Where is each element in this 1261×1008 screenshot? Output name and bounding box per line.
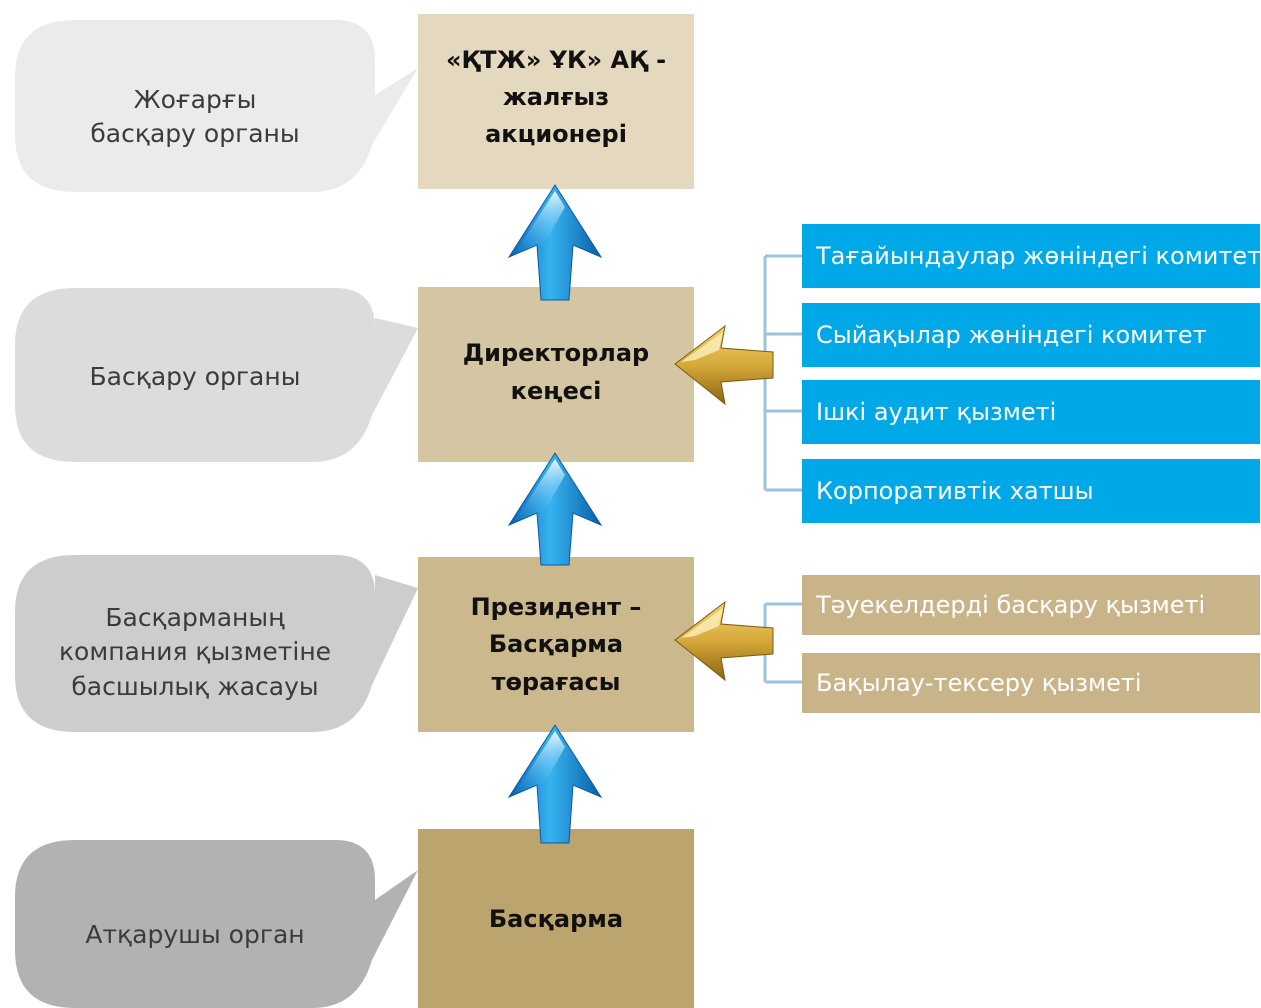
committee-box: Ішкі аудит қызметі bbox=[802, 380, 1260, 444]
level-title-1: «ҚТЖ» ҰК» АҚ - жалғыз акционері bbox=[445, 45, 667, 149]
role-label-1: Жоғарғы басқару органы bbox=[90, 84, 300, 149]
level-box-4 bbox=[418, 829, 694, 1008]
role-label-3: Басқарманың компания қызметіне басшылық … bbox=[58, 602, 332, 701]
role-callout-2 bbox=[15, 288, 418, 462]
level-box-2 bbox=[418, 287, 694, 462]
service-box: Бақылау-тексеру қызметі bbox=[802, 653, 1260, 713]
level-title-4: Басқарма bbox=[488, 905, 624, 934]
role-callout-1 bbox=[15, 20, 418, 192]
level-title-3: Президент – Басқарма төрағасы bbox=[470, 593, 642, 696]
level-box-3 bbox=[418, 557, 694, 732]
role-label-4: Атқарушы орган bbox=[85, 919, 305, 949]
up-arrow-icon bbox=[507, 724, 603, 844]
committee-box: Тағайындаулар жөніндегі комитет bbox=[802, 224, 1261, 288]
service-box: Тәуекелдерді басқару қызметі bbox=[802, 575, 1260, 635]
left-arrow-icon bbox=[674, 600, 774, 682]
up-arrow-icon bbox=[507, 184, 603, 301]
role-callout-3 bbox=[15, 555, 418, 732]
committee-box: Корпоративтік хатшы bbox=[802, 459, 1260, 523]
role-callout-4 bbox=[15, 840, 418, 1008]
committee-box: Сыйақылар жөніндегі комитет bbox=[802, 303, 1260, 367]
role-label-2: Басқару органы bbox=[89, 361, 301, 391]
level-title-2: Директорлар кеңесі bbox=[462, 339, 650, 405]
level-box-1 bbox=[418, 14, 694, 189]
up-arrow-icon bbox=[507, 452, 603, 566]
left-arrow-icon bbox=[674, 324, 774, 406]
